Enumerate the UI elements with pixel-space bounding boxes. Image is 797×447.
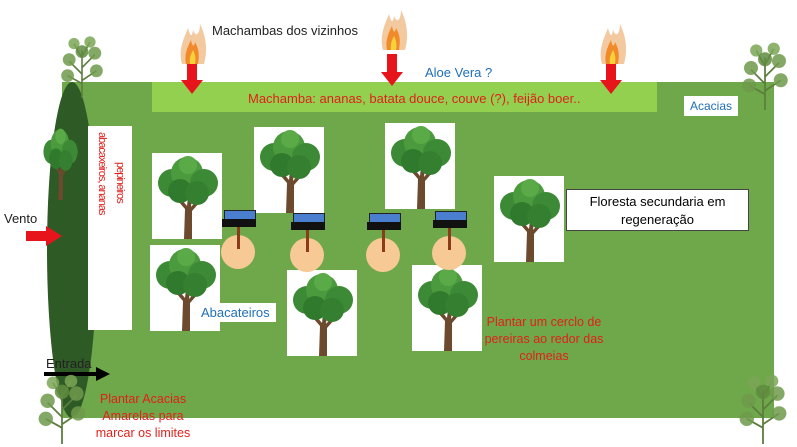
fire-icon — [178, 20, 208, 64]
beehive-box — [367, 222, 401, 230]
forest-tree — [494, 176, 564, 262]
vento-label: Vento — [4, 211, 38, 226]
acacia-shrub-icon — [734, 372, 792, 444]
pear-circle-note: Plantar um cerclo de pereiras ao redor d… — [478, 314, 610, 365]
acacia-plant-note: Plantar Acacias Amarelas para marcar os … — [86, 391, 200, 442]
avocado-tree — [254, 127, 324, 213]
pear-note-line-1: Plantar um cerclo de — [486, 315, 602, 329]
acacia-shrub-icon — [58, 34, 106, 98]
forest-label-box: Floresta secundaria em regeneração — [566, 189, 749, 231]
fire-icon — [379, 6, 409, 50]
entrance-label: Entrada — [46, 356, 92, 371]
beehive-post — [448, 228, 451, 250]
beehive-box — [222, 219, 256, 227]
beehive-post — [306, 230, 309, 252]
arrow-down-icon — [381, 54, 403, 86]
vertical-label-2: pepineiros — [114, 162, 126, 203]
beehive-post — [237, 227, 240, 249]
acacia-note-line-3: marcar os limites — [95, 426, 191, 440]
acacias-label: Acacias — [684, 96, 739, 116]
hedge-tree — [40, 126, 80, 200]
arrow-right-icon — [26, 226, 62, 246]
vertical-label-1: abacaxeiros, ananas — [96, 132, 108, 215]
avocado-tree — [412, 265, 482, 351]
arrow-right-icon — [44, 367, 110, 381]
arrow-down-icon — [600, 64, 622, 94]
acacia-note-line-1: Plantar Acacias — [99, 392, 187, 406]
machamba-strip — [152, 82, 657, 112]
beehive-box — [291, 222, 325, 230]
pear-note-line-3: colmeias — [519, 349, 569, 363]
beehive-post — [382, 230, 385, 252]
machamba-label: Machamba: ananas, batata douce, couve (?… — [248, 91, 581, 106]
pear-note-line-2: pereiras ao redor das — [484, 332, 604, 346]
acacia-shrub-icon — [738, 40, 792, 110]
acacia-note-line-2: Amarelas para — [102, 409, 184, 423]
avocado-tree — [152, 153, 222, 239]
avocado-label: Abacateiros — [195, 303, 276, 322]
forest-label-line-1: Floresta secundaria em — [589, 194, 726, 209]
aloe-label: Aloe Vera ? — [417, 64, 501, 81]
forest-label-line-2: regeneração — [621, 212, 694, 227]
acacia-shrub-icon — [34, 372, 90, 444]
arrow-down-icon — [181, 64, 203, 94]
neighbors-label: Machambas dos vizinhos — [212, 23, 358, 38]
fire-icon — [598, 20, 628, 64]
avocado-tree — [385, 123, 455, 209]
pineapple-cucumber-column: abacaxeiros, ananas pepineiros — [88, 126, 132, 330]
beehive-box — [433, 220, 467, 228]
avocado-tree — [287, 270, 357, 356]
